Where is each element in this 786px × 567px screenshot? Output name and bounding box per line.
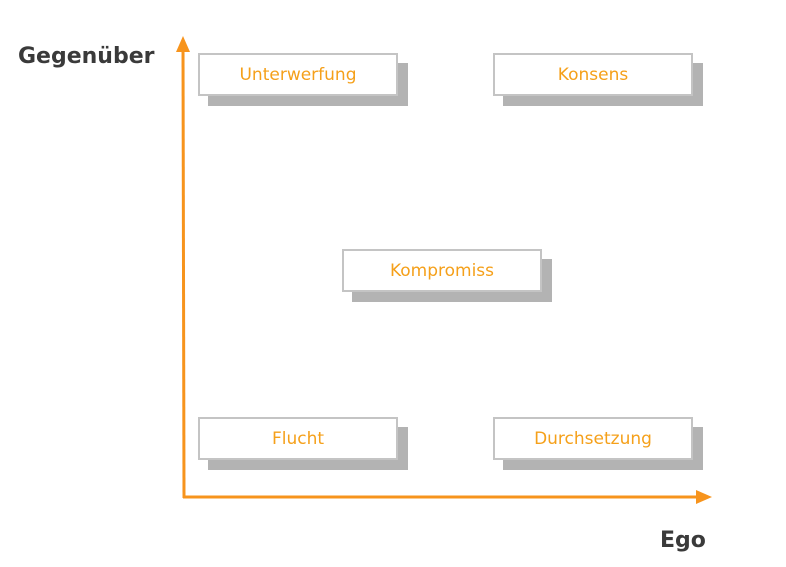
box-konsens: Konsens [493, 53, 693, 96]
box-flucht: Flucht [198, 417, 398, 460]
x-axis-arrowhead [696, 490, 712, 504]
y-axis-label: Gegenüber [18, 44, 155, 69]
box-durchsetzung: Durchsetzung [493, 417, 693, 460]
y-axis [181, 45, 186, 499]
y-axis-arrowhead [176, 36, 190, 52]
box-kompromiss: Kompromiss [342, 249, 542, 292]
box-unterwerfung: Unterwerfung [198, 53, 398, 96]
x-axis-label: Ego [660, 528, 706, 553]
